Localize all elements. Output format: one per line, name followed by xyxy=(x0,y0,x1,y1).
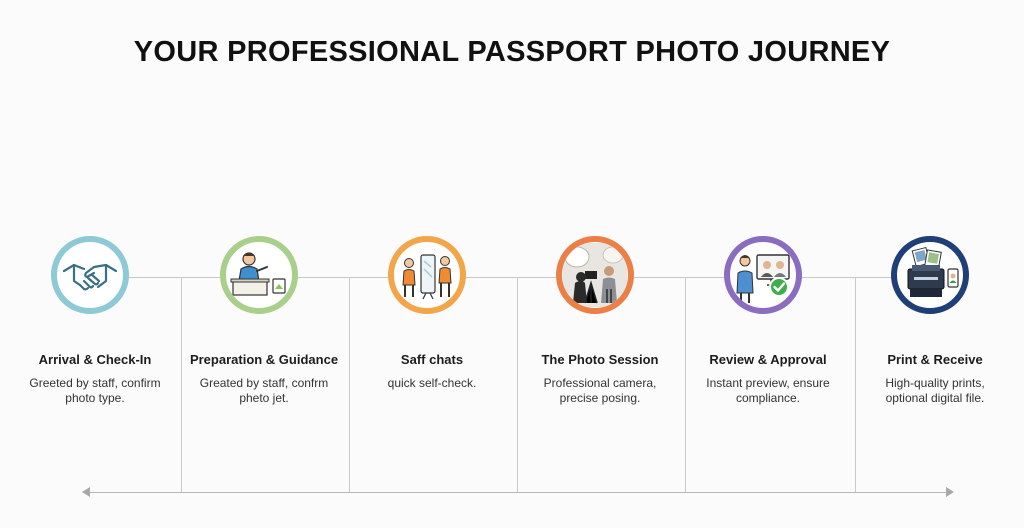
step-title: Print & Receive xyxy=(887,352,983,367)
step-description: Greated by staff, confrm pheto jet. xyxy=(199,376,329,405)
step-title: Arrival & Check-In xyxy=(38,352,152,367)
step-description: quick self-check. xyxy=(387,376,477,390)
timeline-axis xyxy=(88,492,948,493)
step-description: High-quality prints, optional digital fi… xyxy=(885,376,985,405)
review-approval-icon xyxy=(736,254,790,303)
divider-line xyxy=(517,277,518,492)
divider-line xyxy=(685,277,686,492)
step-icon-ring xyxy=(388,236,466,314)
staff-desk-icon xyxy=(230,252,286,296)
divider-line xyxy=(181,277,182,492)
step-icon-ring xyxy=(51,236,129,314)
step-icon-ring xyxy=(724,236,802,314)
printer-icon xyxy=(907,246,959,297)
photo-session-icon xyxy=(563,243,627,307)
page-title: YOUR PROFESSIONAL PASSPORT PHOTO JOURNEY xyxy=(133,36,891,68)
step-description: Instant preview, ensure compliance. xyxy=(706,376,830,405)
divider-line xyxy=(855,277,856,492)
mirror-check-icon xyxy=(402,254,452,300)
step-title: Saff chats xyxy=(400,352,464,367)
arrow-left-icon xyxy=(82,487,90,497)
step-icon-ring xyxy=(220,236,298,314)
arrow-right-icon xyxy=(946,487,954,497)
step-description: Professional camera, precise posing. xyxy=(543,376,657,405)
step-icon-ring xyxy=(891,236,969,314)
handshake-icon xyxy=(62,263,118,291)
step-icon-ring xyxy=(556,236,634,314)
step-title: The Photo Session xyxy=(541,352,659,367)
divider-line xyxy=(349,277,350,492)
step-title: Review & Approval xyxy=(709,352,827,367)
step-description: Greeted by staff, confirm photo type. xyxy=(29,376,161,405)
step-title: Preparation & Guidance xyxy=(189,352,339,367)
timeline-connector xyxy=(120,277,940,278)
